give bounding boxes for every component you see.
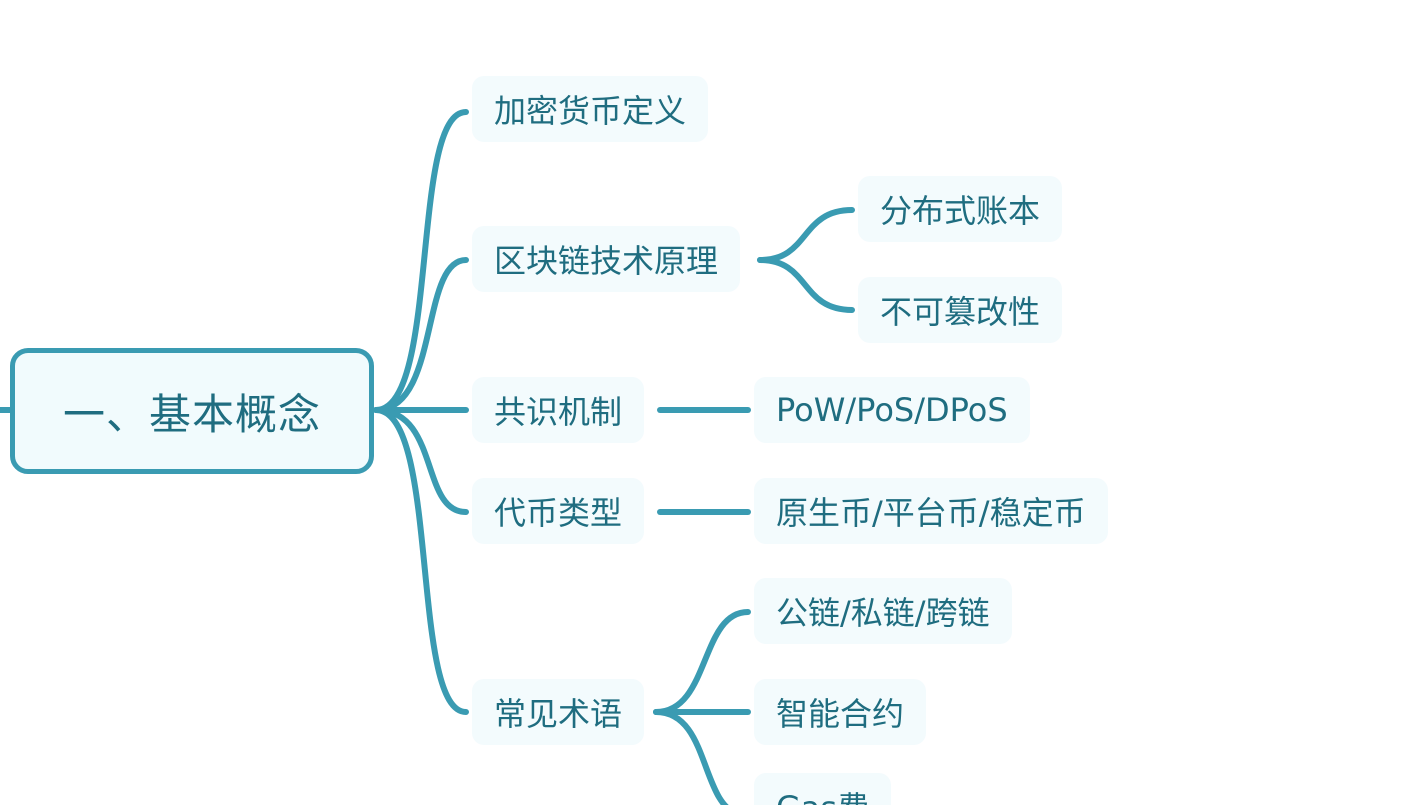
leaf-node-smart-contract[interactable]: 智能合约 (754, 679, 927, 745)
root-node[interactable]: 一、基本概念 (10, 348, 374, 474)
branch-node-crypto-definition[interactable]: 加密货币定义 (472, 76, 709, 142)
connector-root-to-branch-5 (373, 407, 469, 715)
branch-node-label: 代币类型 (494, 494, 623, 532)
branch-node-consensus[interactable]: 共识机制 (472, 377, 645, 443)
leaf-node-label: PoW/PoS/DPoS (776, 391, 1008, 429)
leaf-node-label: 原生币/平台币/稳定币 (776, 494, 1086, 532)
branch-node-blockchain-principles[interactable]: 区块链技术原理 (472, 226, 741, 292)
leaf-node-label: 分布式账本 (880, 192, 1041, 230)
leaf-node-chain-types[interactable]: 公链/私链/跨链 (754, 578, 1012, 644)
branch-node-label: 共识机制 (494, 393, 623, 431)
connector-root-to-branch-4 (373, 407, 469, 515)
connector-branch-2-to-child-1 (757, 207, 855, 263)
branch-node-label: 常见术语 (494, 695, 623, 733)
connector-root-to-branch-1 (373, 109, 469, 413)
leaf-node-consensus-types[interactable]: PoW/PoS/DPoS (754, 377, 1030, 443)
branch-node-token-types[interactable]: 代币类型 (472, 478, 645, 544)
connector-branch-5-to-child-1 (653, 609, 751, 715)
leaf-node-label: 公链/私链/跨链 (776, 594, 990, 632)
connector-branch-2-to-child-2 (757, 257, 855, 313)
leaf-node-immutability[interactable]: 不可篡改性 (858, 277, 1063, 343)
leaf-node-label: 智能合约 (776, 695, 905, 733)
leaf-node-label: Gas费 (776, 783, 869, 805)
connector-root-to-branch-2 (373, 257, 469, 413)
connector-branch-5-to-child-3 (653, 709, 729, 805)
leaf-node-gas-fee[interactable]: Gas费 (754, 773, 892, 805)
branch-node-label: 加密货币定义 (494, 92, 687, 130)
leaf-node-label: 不可篡改性 (880, 293, 1041, 331)
leaf-node-token-kinds[interactable]: 原生币/平台币/稳定币 (754, 478, 1108, 544)
root-node-label: 一、基本概念 (62, 389, 321, 439)
branch-node-label: 区块链技术原理 (494, 242, 719, 280)
branch-node-common-terms[interactable]: 常见术语 (472, 679, 645, 745)
leaf-node-distributed-ledger[interactable]: 分布式账本 (858, 176, 1063, 242)
